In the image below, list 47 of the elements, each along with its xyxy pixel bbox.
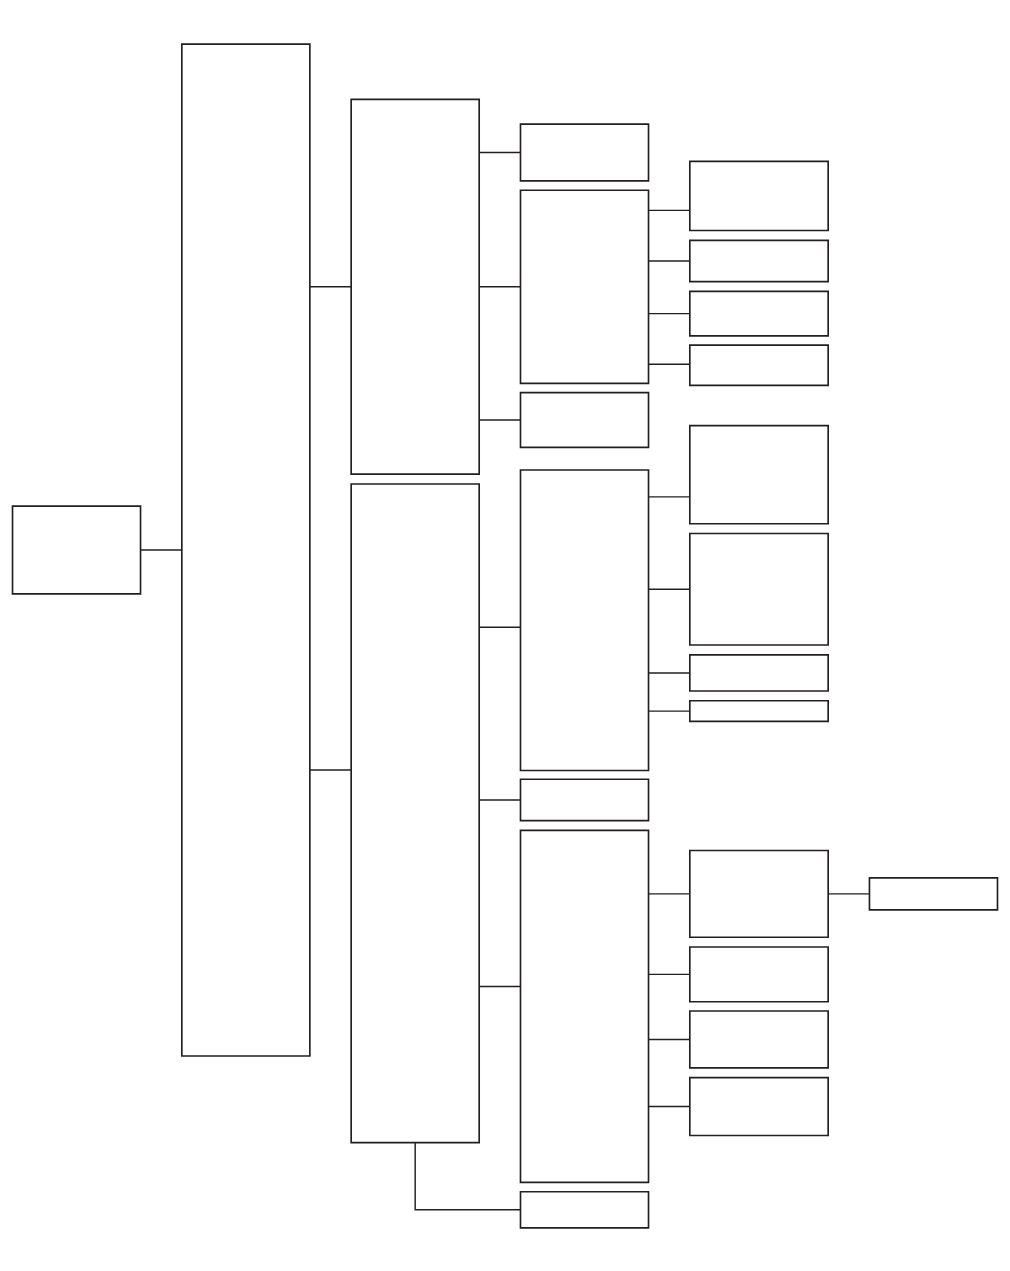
connector [478,285,522,287]
node-box [689,424,829,525]
connector [648,1105,691,1107]
connector [648,312,691,314]
connector [648,362,691,365]
connector [648,588,691,590]
connector [648,1038,691,1040]
connector [309,285,352,287]
connector [309,768,352,771]
connector [478,798,522,801]
node-box [519,391,650,448]
node-box [350,482,480,1143]
node-box [689,653,829,692]
node-box [689,945,829,1003]
node-box [868,876,999,911]
node-box [519,122,650,182]
node-box [519,777,650,821]
connector [648,209,691,211]
node-box [519,468,650,771]
node-box [689,238,829,282]
node-box [689,343,829,386]
connector [648,892,691,895]
node-box [519,829,650,1183]
node-box [11,504,142,595]
node-box [181,42,311,1057]
connector [648,671,691,674]
connector [478,151,522,153]
node-box [689,160,829,231]
connector [478,626,522,628]
connector [478,985,522,987]
connector [827,892,871,895]
connector [648,259,691,262]
node-box [689,1009,829,1069]
connector [648,709,691,712]
connector [648,973,691,975]
connector [139,548,183,551]
node-box [689,290,829,337]
node-box [689,1076,829,1136]
connector [478,418,522,421]
node-box [689,849,829,938]
node-box [350,98,480,475]
node-box [689,699,829,722]
connector [648,495,691,498]
node-box [689,532,829,646]
node-box [519,1190,650,1229]
connector [414,1141,522,1211]
node-box [519,188,650,384]
